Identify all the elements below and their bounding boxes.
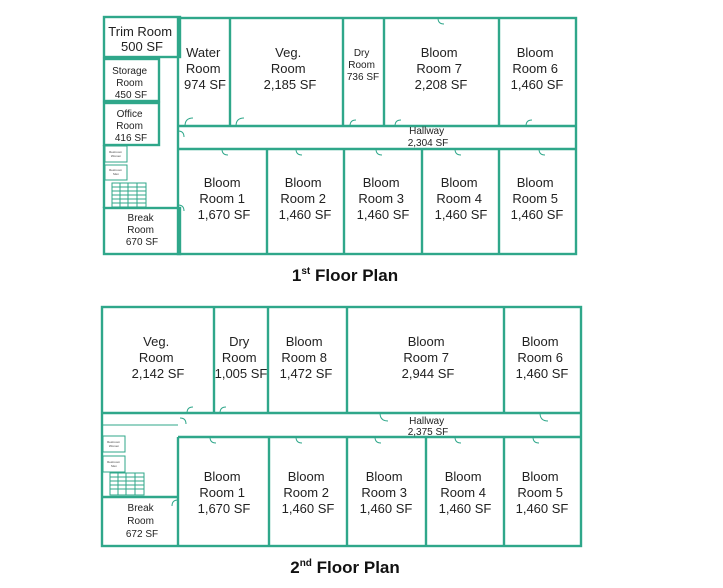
storage-room-label: Storage Room 450 SF [112, 66, 150, 101]
bloom-room-1-label: Bloom Room 1 1,670 SF [198, 175, 251, 222]
floor-2-outline [100, 305, 583, 548]
bloom-room-4-label: Bloom Room 4 1,460 SF [435, 175, 488, 222]
bloom-room-5-label: Bloom Room 5 1,460 SF [516, 469, 569, 516]
bloom-room-5-label: Bloom Room 5 1,460 SF [511, 175, 564, 222]
office-room-box [102, 101, 161, 147]
stairs-icon [111, 182, 147, 208]
floor-2-plan [100, 305, 583, 548]
door-marks [177, 17, 546, 212]
floor-1-outline [176, 16, 578, 256]
restroom-a-label: Restroom Women [107, 440, 121, 448]
veg-room-label: Veg. Room 2,185 SF [264, 45, 317, 92]
bloom-room-3-label: Bloom Room 3 1,460 SF [360, 469, 413, 516]
bloom-room-2-label: Bloom Room 2 1,460 SF [282, 469, 335, 516]
restroom-b-label: Restroom Men [109, 168, 123, 176]
bloom-room-3-label: Bloom Room 3 1,460 SF [357, 175, 410, 222]
restroom-b-label: Restroom Men [107, 460, 121, 468]
floor-2-labels: Veg. Room 2,142 SF Dry Room 1,005 SF Blo… [107, 334, 568, 577]
break-room-box [102, 206, 182, 256]
bloom-room-7-label: Bloom Room 7 2,944 SF [402, 334, 455, 381]
hallway-label: Hallway 2,304 SF [408, 126, 449, 149]
floor-1-plan [102, 15, 578, 256]
water-room-label: Water Room 974 SF [184, 45, 226, 92]
hallway-label: Hallway 2,375 SF [408, 416, 449, 438]
break-room-label: Break Room 670 SF [126, 213, 158, 248]
restroom-a-box [102, 435, 126, 453]
bloom-room-1-label: Bloom Room 1 1,670 SF [198, 469, 251, 516]
dry-room-label: Dry Room 736 SF [347, 48, 379, 83]
dry-room-label: Dry Room 1,005 SF [215, 334, 268, 381]
office-room-label: Office Room 416 SF [115, 109, 147, 144]
bloom-room-6-label: Bloom Room 6 1,460 SF [516, 334, 569, 381]
trim-room-label: Trim Room 500 SF [108, 24, 175, 54]
floor-2-title: 2nd Floor Plan [290, 558, 400, 577]
floor-1-title: 1st Floor Plan [292, 266, 398, 285]
bloom-room-4-label: Bloom Room 4 1,460 SF [439, 469, 492, 516]
bloom-room-8-label: Bloom Room 8 1,472 SF [280, 334, 333, 381]
veg-room-label: Veg. Room 2,142 SF [132, 334, 185, 381]
bloom-room-6-label: Bloom Room 6 1,460 SF [511, 45, 564, 92]
bloom-room-7-label: Bloom Room 7 2,208 SF [415, 45, 468, 92]
break-room-label: Break Room 672 SF [126, 503, 158, 540]
trim-room-box [102, 15, 182, 59]
storage-room-box [102, 57, 161, 103]
stairs-icon [109, 472, 145, 496]
restroom-b-box [104, 164, 128, 181]
door-marks [171, 406, 549, 507]
restroom-b-box [102, 455, 126, 473]
restroom-a-label: Restroom Women [109, 150, 123, 158]
floor-1-labels: Trim Room 500 SF Storage Room 450 SF Off… [108, 24, 563, 285]
restroom-a-box [104, 145, 128, 163]
bloom-room-2-label: Bloom Room 2 1,460 SF [279, 175, 332, 222]
